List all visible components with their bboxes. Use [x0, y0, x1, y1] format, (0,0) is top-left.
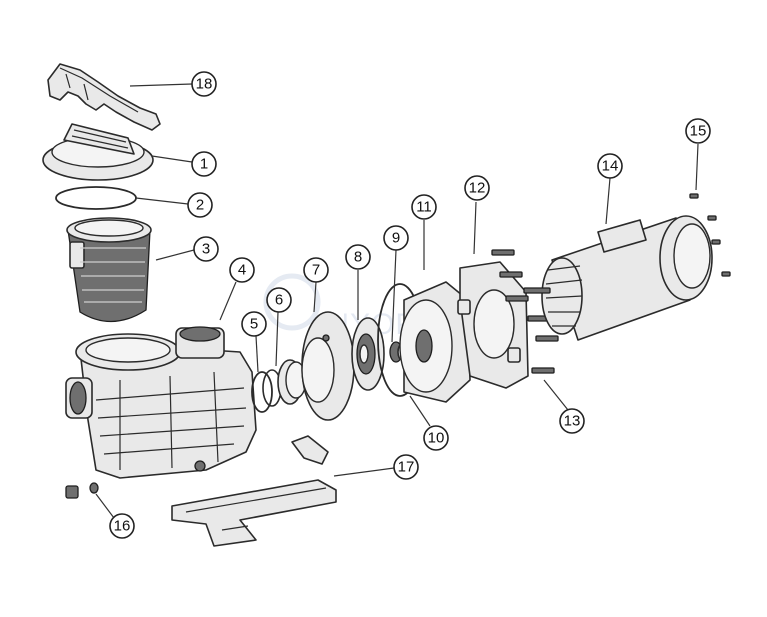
callout-14-label: 14	[602, 158, 619, 175]
callout-6: 6	[266, 287, 292, 313]
callout-11: 11	[411, 194, 437, 220]
callout-4: 4	[229, 257, 255, 283]
callout-10: 10	[423, 425, 449, 451]
part-bolts	[491, 249, 559, 374]
part-screws	[689, 193, 731, 277]
leader-lines	[95, 83, 699, 519]
callout-13: 13	[559, 408, 585, 434]
callout-12-label: 12	[469, 180, 486, 197]
part-drain-plugs	[65, 482, 99, 499]
callout-10-label: 10	[428, 430, 445, 447]
part-seal-rings	[251, 369, 282, 413]
part-lid-wrench	[47, 63, 161, 131]
callout-18-label: 18	[196, 76, 213, 93]
callout-7: 7	[303, 257, 329, 283]
callout-13-label: 13	[564, 413, 581, 430]
callout-1-label: 1	[200, 156, 208, 173]
callout-17: 17	[393, 454, 419, 480]
callout-7-label: 7	[312, 262, 320, 279]
callout-9: 9	[383, 225, 409, 251]
callout-12: 12	[464, 175, 490, 201]
callout-15: 15	[685, 118, 711, 144]
part-impeller	[351, 317, 385, 391]
callout-8-label: 8	[354, 249, 362, 266]
callout-18: 18	[191, 71, 217, 97]
callout-2: 2	[187, 192, 213, 218]
callout-14: 14	[597, 153, 623, 179]
callout-5-label: 5	[250, 316, 258, 333]
part-diffuser	[301, 311, 355, 421]
part-lid-o-ring	[55, 186, 137, 210]
callout-2-label: 2	[196, 197, 204, 214]
callout-6-label: 6	[275, 292, 283, 309]
part-motor-mount-plate	[457, 261, 529, 389]
callout-15-label: 15	[690, 123, 707, 140]
callout-8: 8	[345, 244, 371, 270]
callout-4-label: 4	[238, 262, 246, 279]
callout-17-label: 17	[398, 459, 415, 476]
part-seal-plate	[399, 281, 471, 403]
part-strainer-lid	[42, 123, 154, 181]
callout-16-label: 16	[114, 518, 131, 535]
part-strainer-basket	[66, 217, 152, 323]
callout-3: 3	[193, 236, 219, 262]
callout-16: 16	[109, 513, 135, 539]
callout-5: 5	[241, 311, 267, 337]
callout-3-label: 3	[202, 241, 210, 258]
callout-11-label: 11	[416, 199, 432, 216]
callout-1: 1	[191, 151, 217, 177]
callout-9-label: 9	[392, 230, 400, 247]
part-base	[171, 435, 337, 547]
part-pump-housing	[65, 326, 257, 479]
part-motor	[523, 215, 713, 341]
